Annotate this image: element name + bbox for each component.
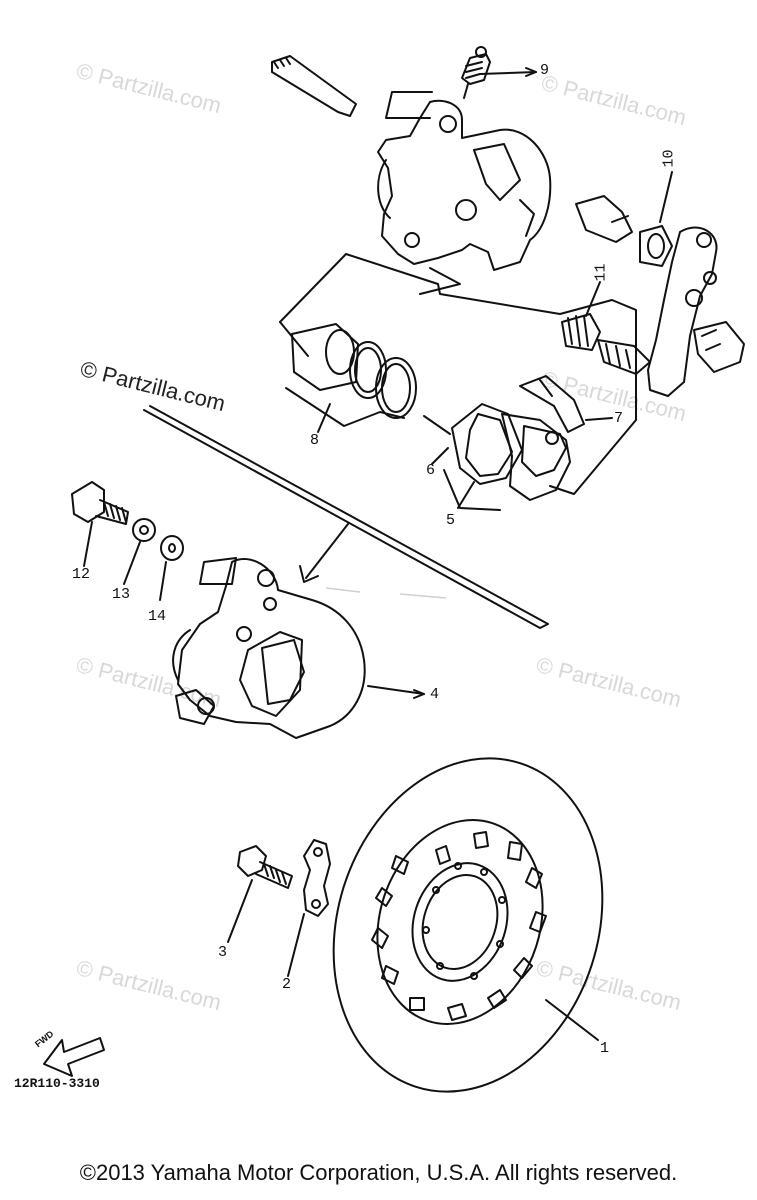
callout-4: 4 [430,686,440,703]
leader-6 [431,447,449,465]
washer-13 [132,518,156,542]
leader-8 [317,403,331,433]
piston [285,323,417,427]
callout-13: 13 [112,586,131,603]
diagram-code: 12R110-3310 [14,1076,100,1091]
callout-2: 2 [282,976,292,993]
washer-14 [160,535,184,561]
support-bracket [575,195,745,397]
callout-8: 8 [310,432,320,449]
callout-7: 7 [614,410,624,427]
leader-2 [287,913,305,977]
callout-1: 1 [600,1040,610,1057]
callout-10: 10 [660,149,678,168]
caliper-body-exploded [271,55,552,271]
leader-5 [457,481,475,509]
caliper-assembly [172,557,366,739]
leader-7 [585,417,613,421]
leader-10 [659,171,673,223]
leader-4 [367,685,425,695]
callout-9: 9 [540,62,550,79]
callout-6: 6 [426,462,436,479]
caliper-bolt [71,481,129,525]
disc-bolt [237,845,293,889]
lock-plate [303,839,331,917]
callout-11: 11 [592,263,610,282]
callout-14: 14 [148,608,167,625]
leader-11 [585,281,601,317]
brake-disc [332,757,604,1093]
leader-9 [479,71,537,75]
leader-1 [545,999,599,1041]
bleed-screw [461,46,491,99]
forward-arrow-icon [43,1037,105,1077]
leader-13 [123,541,141,585]
leader-12 [83,521,93,567]
callout-5: 5 [446,512,456,529]
bracket-line [279,253,637,495]
assembly-arrow [305,523,349,579]
leader-3 [227,879,253,943]
callout-3: 3 [218,944,228,961]
brake-pads-exploded [423,375,585,511]
grouping-line [143,405,549,629]
callout-12: 12 [72,566,91,583]
copyright-notice: ©2013 Yamaha Motor Corporation, U.S.A. A… [79,1160,678,1185]
leader-14 [159,561,167,601]
